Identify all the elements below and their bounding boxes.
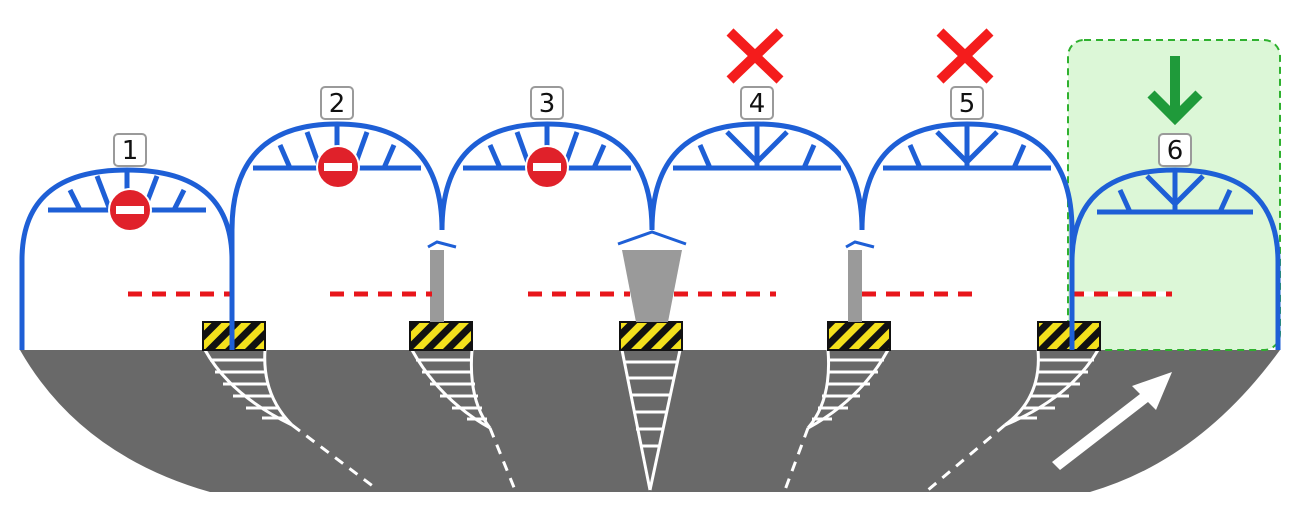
- lane-number-1: 1: [122, 136, 139, 166]
- lane-number-box-2: [320, 86, 354, 120]
- open-arrow-down-icon: [1147, 56, 1203, 126]
- no-entry-sign-lane-1: [108, 188, 152, 232]
- lane-divider-lines: [291, 423, 1006, 492]
- booth-post-4: [848, 250, 862, 322]
- lane-number-5: 5: [959, 89, 976, 119]
- lane-number-box-4: [740, 86, 774, 120]
- lane-number-box-3: [530, 86, 564, 120]
- closed-x-icon-lane-5: [936, 28, 994, 84]
- booth-post-caps: [427, 230, 875, 249]
- lane-number-2: 2: [329, 89, 346, 119]
- booth-posts: [430, 250, 862, 322]
- booth-post-3: [622, 250, 682, 322]
- no-entry-sign-lane-2: [316, 145, 360, 189]
- lane-number-4: 4: [749, 89, 766, 119]
- lane-number-labels: 1 2 3 4 5 6: [113, 86, 1192, 167]
- road-direction-arrow-icon: [1052, 372, 1172, 470]
- road-surface: [20, 350, 1280, 492]
- hazard-stripes: [202, 321, 1101, 351]
- lane-number-box-5: [950, 86, 984, 120]
- no-entry-sign-lane-3: [525, 145, 569, 189]
- lane-number-box-1: [113, 133, 147, 167]
- lane-number-box-6: [1158, 133, 1192, 167]
- lane-number-6: 6: [1167, 136, 1184, 166]
- lane-number-3: 3: [539, 89, 556, 119]
- closed-x-icon-lane-4: [726, 28, 784, 84]
- booth-post-2: [430, 250, 444, 322]
